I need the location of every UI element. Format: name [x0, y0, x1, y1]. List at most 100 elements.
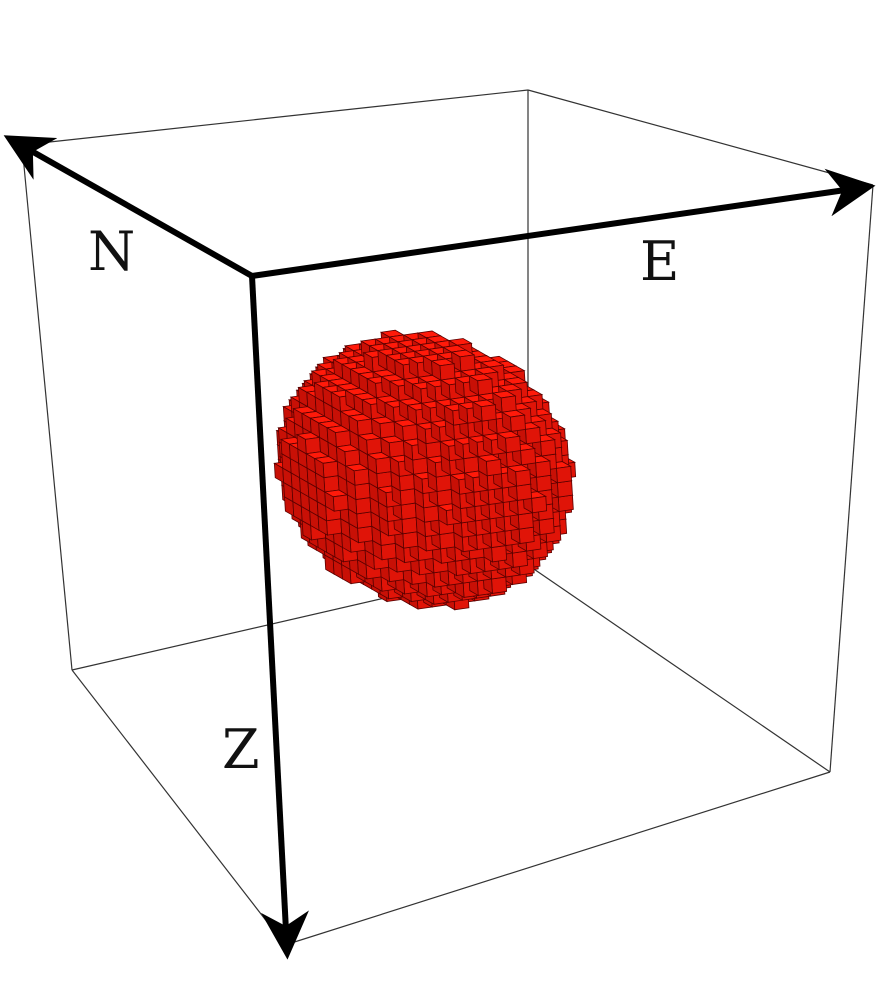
voxel-face	[496, 432, 507, 454]
voxel-face	[463, 456, 480, 474]
voxel-face	[482, 434, 493, 456]
voxel-face	[477, 378, 494, 396]
voxel-face	[412, 457, 429, 475]
voxel-face	[439, 440, 450, 462]
voxel-face	[355, 497, 372, 515]
voxel-face	[440, 379, 451, 400]
voxel-face	[439, 532, 456, 550]
voxel-face	[314, 457, 325, 479]
voxel-face	[459, 354, 476, 372]
voxel-face	[363, 351, 374, 373]
voxel-face	[535, 460, 552, 478]
voxel-face	[356, 511, 373, 529]
voxel-face	[296, 433, 307, 455]
voxel-face	[416, 423, 427, 445]
voxel-face	[468, 436, 479, 458]
voxel-face	[515, 469, 532, 487]
east-axis-arrow	[251, 168, 876, 279]
box-edge	[21, 144, 73, 671]
voxel-face	[335, 430, 352, 448]
voxel-face	[540, 439, 557, 457]
voxel-face	[464, 472, 475, 493]
depth-axis-arrow	[249, 275, 309, 960]
voxel-face	[326, 518, 343, 536]
voxel-face	[425, 441, 442, 459]
voxel-face	[538, 517, 555, 536]
voxel-face	[330, 391, 341, 413]
voxel-face	[536, 474, 553, 493]
axis-arrows	[3, 135, 876, 960]
voxel-face	[384, 401, 395, 423]
voxel-face	[431, 360, 442, 381]
box-edge	[284, 771, 831, 946]
voxel-face	[413, 473, 424, 495]
voxel-face	[421, 402, 432, 424]
voxel-face	[516, 483, 532, 501]
voxel-face	[557, 494, 574, 512]
voxel-face	[357, 525, 374, 544]
voxel-face	[324, 491, 335, 512]
voxel-face	[436, 488, 453, 507]
voxel-face	[426, 457, 437, 478]
voxel-face	[453, 438, 465, 460]
depth-axis-label: Z	[222, 718, 260, 781]
voxel-face	[304, 436, 321, 455]
box-edge	[21, 89, 529, 146]
voxel-face	[389, 456, 400, 478]
box-edge	[527, 89, 874, 186]
voxel-face	[505, 435, 521, 454]
voxel-face	[366, 377, 377, 399]
voxel-face	[380, 437, 391, 458]
voxel-face	[388, 440, 405, 458]
voxel-face	[389, 380, 400, 402]
voxel-face	[500, 395, 517, 413]
voxel-face	[402, 531, 419, 549]
voxel-face	[399, 488, 416, 506]
voxel-face	[323, 475, 340, 493]
voxel-face	[402, 424, 419, 442]
voxel-face	[509, 414, 526, 432]
voxel-face	[326, 427, 337, 448]
voxel-face	[531, 495, 548, 514]
voxel-face	[361, 399, 372, 420]
voxel-face	[408, 357, 419, 379]
voxel-face	[393, 421, 404, 442]
voxel-face	[356, 418, 373, 436]
voxel-face	[335, 446, 347, 467]
box-edge	[527, 564, 831, 773]
voxel-face	[411, 383, 423, 405]
voxel-face	[491, 545, 508, 563]
voxel-face	[423, 505, 440, 523]
box-edge	[71, 669, 286, 946]
voxel-face	[477, 455, 488, 477]
voxel-face	[512, 550, 528, 568]
voxel-face	[332, 494, 349, 512]
voxel-face	[468, 375, 479, 396]
voxel-face	[556, 480, 573, 498]
voxel-face	[501, 411, 512, 433]
east-axis-label: E	[640, 230, 679, 293]
voxel-face	[353, 468, 370, 486]
voxel-face	[348, 415, 359, 437]
north-axis-arrow	[3, 135, 254, 279]
voxel-face	[375, 456, 392, 475]
voxel-face	[357, 434, 368, 456]
voxel-face	[435, 474, 452, 492]
voxel-face	[518, 526, 535, 544]
voxel-face	[402, 440, 414, 461]
voxel-face	[366, 437, 383, 455]
bounding-box	[21, 89, 874, 946]
voxel-face	[400, 502, 417, 520]
voxel-face	[458, 403, 469, 424]
voxel-face	[377, 487, 388, 508]
north-axis-label: N	[88, 220, 135, 283]
voxel-face	[491, 576, 508, 594]
voxel-face	[506, 466, 517, 487]
voxel-face	[472, 401, 483, 422]
voxel-face	[430, 421, 441, 443]
voxel-face	[485, 458, 502, 477]
voxel-face	[380, 542, 397, 561]
voxel-face	[443, 405, 455, 426]
